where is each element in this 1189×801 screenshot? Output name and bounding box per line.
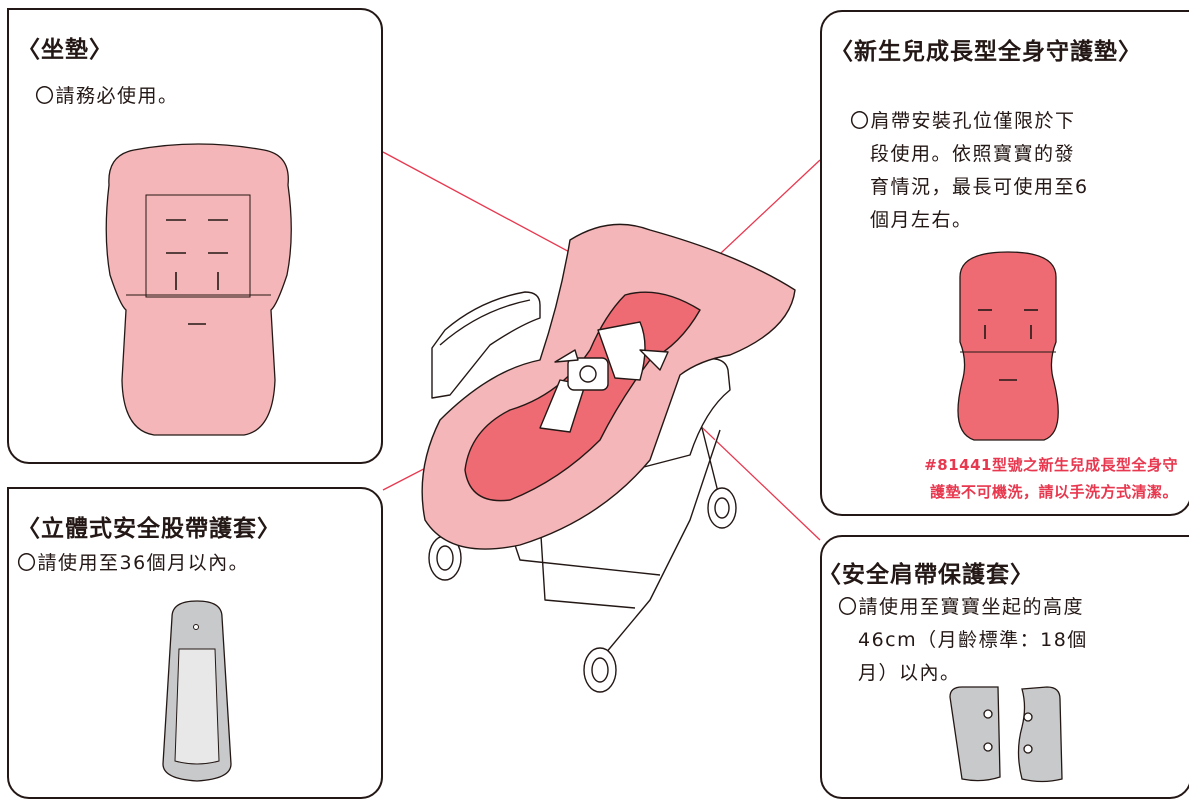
stroller-wheel-front-right [583, 647, 617, 693]
newborn-text-line: 個月左右。 [870, 209, 973, 231]
shoulder-text-line: 〇請使用至寶寶坐起的高度 [838, 596, 1085, 618]
newborn-wash-note: #81441型號之新生兒成長型全身守 護墊不可機洗，請以手洗方式清潔。 [924, 452, 1178, 506]
shoulder-cover-illustration [949, 686, 1063, 783]
leader-line-seat [382, 151, 604, 271]
seat-pad-panel: 〈坐墊〉 〇請務必使用。 [7, 8, 383, 464]
stroller-wheel-rear-left [707, 487, 737, 529]
newborn-protector-illustration [957, 251, 1059, 441]
newborn-protector-title: 〈新生兒成長型全身守護墊〉 [830, 39, 1142, 65]
wash-note-line: 護墊不可機洗，請以手洗方式清潔。 [929, 483, 1178, 501]
stroller-left-armrest [431, 291, 541, 399]
crotch-cover-title: 〈立體式安全股帶護套〉 [17, 516, 281, 542]
shoulder-cover-panel: 〈安全肩帶保護套〉 〇請使用至寶寶坐起的高度 46cm（月齡標準：18個 月）以… [818, 535, 1189, 799]
shoulder-cover-title: 〈安全肩帶保護套〉 [818, 562, 1034, 588]
crotch-cover-text: 〇請使用至36個月以內。 [17, 552, 250, 574]
seat-pad-illustration [105, 143, 292, 436]
seat-pad-title: 〈坐墊〉 [17, 37, 113, 63]
crotch-cover-panel: 〈立體式安全股帶護套〉 〇請使用至36個月以內。 [7, 487, 383, 799]
shoulder-text-line: 月）以內。 [858, 662, 961, 684]
wash-note-line: #81441型號之新生兒成長型全身守 [924, 456, 1178, 474]
shoulder-text-line: 46cm（月齡標準：18個 [858, 629, 1088, 651]
seat-pad-text: 〇請務必使用。 [35, 85, 179, 107]
newborn-text-line: 〇肩帶安裝孔位僅限於下 [850, 110, 1076, 132]
newborn-protector-panel: 〈新生兒成長型全身守護墊〉 〇肩帶安裝孔位僅限於下 段使用。依照寶寶的發 育情況… [820, 10, 1189, 516]
shoulder-cover-text: 〇請使用至寶寶坐起的高度 46cm（月齡標準：18個 月）以內。 [838, 591, 1088, 690]
newborn-text-line: 育情況，最長可使用至6 [870, 176, 1089, 198]
newborn-protector-text: 〇肩帶安裝孔位僅限於下 段使用。依照寶寶的發 育情況，最長可使用至6 個月左右。 [850, 105, 1089, 237]
newborn-text-line: 段使用。依照寶寶的發 [870, 143, 1076, 165]
crotch-cover-illustration [162, 600, 232, 782]
